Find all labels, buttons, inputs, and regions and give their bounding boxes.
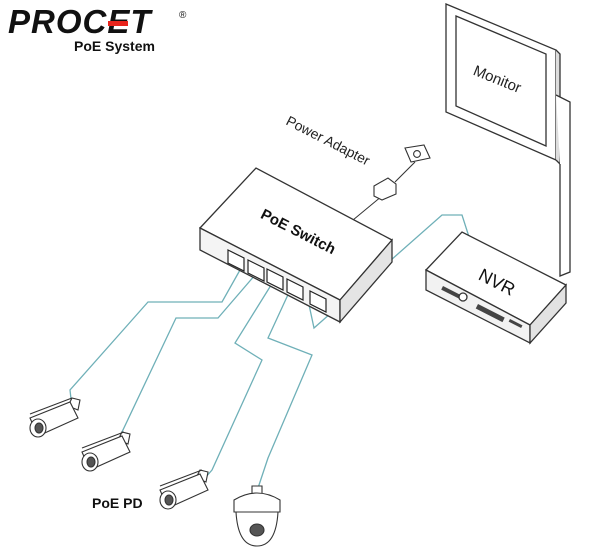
ethernet-cables: [69, 195, 471, 489]
camera-3-lens-glass: [164, 494, 174, 506]
camera-1-hood: [29, 397, 73, 415]
cable-ptz-camera: [257, 285, 313, 489]
nvr-front-details: [441, 286, 523, 329]
brand-logo: PROCET ® PoE System: [8, 4, 193, 55]
ptz-housing: [233, 492, 281, 513]
camera-2-hood: [81, 431, 125, 449]
cable-power: [352, 195, 383, 221]
bullet-camera-2: [81, 431, 131, 472]
poe-pd-label: PoE PD: [92, 495, 143, 511]
switch-port-2: [247, 259, 265, 282]
cable-camera-3: [204, 281, 274, 479]
nvr-leds: [508, 319, 523, 329]
nvr-power-button: [458, 292, 468, 302]
power-adapter-device: Power Adapter: [284, 112, 431, 201]
bullet-camera-1: [29, 397, 81, 438]
switch-port-4: [286, 278, 304, 301]
cable-switch-nvr: [307, 214, 471, 330]
camera-1-lens-glass: [34, 422, 44, 434]
switch-port-1: [227, 249, 245, 272]
switch-side: [339, 238, 393, 324]
camera-3-hood: [159, 469, 203, 487]
switch-uplink-port: [309, 290, 327, 313]
camera-2-lens-glass: [86, 456, 96, 468]
ptz-dome-camera: [233, 485, 281, 547]
adapter-cord: [394, 161, 416, 183]
brand-tagline: PoE System: [74, 38, 155, 54]
switch-ports: [227, 249, 327, 313]
registered-mark: ®: [179, 10, 187, 21]
power-adapter-label: Power Adapter: [284, 112, 373, 168]
switch-port-3: [266, 268, 284, 291]
nvr-buttons: [475, 304, 505, 323]
monitor-stand: [555, 94, 571, 277]
bullet-camera-3: [159, 469, 209, 510]
monitor-device: Monitor: [445, 3, 571, 277]
poe-switch-device: PoE Switch: [198, 167, 394, 324]
adapter-box: [373, 177, 397, 201]
nvr-drive-bay: [441, 286, 463, 300]
brand-accent-bar: [108, 21, 128, 26]
nvr-side: [529, 283, 567, 345]
ptz-lens: [249, 523, 265, 537]
monitor-screen: [455, 15, 547, 148]
cable-camera-1: [69, 269, 241, 409]
cable-camera-2: [121, 274, 256, 441]
outlet-socket: [413, 150, 421, 158]
nvr-device: NVR: [424, 231, 568, 345]
